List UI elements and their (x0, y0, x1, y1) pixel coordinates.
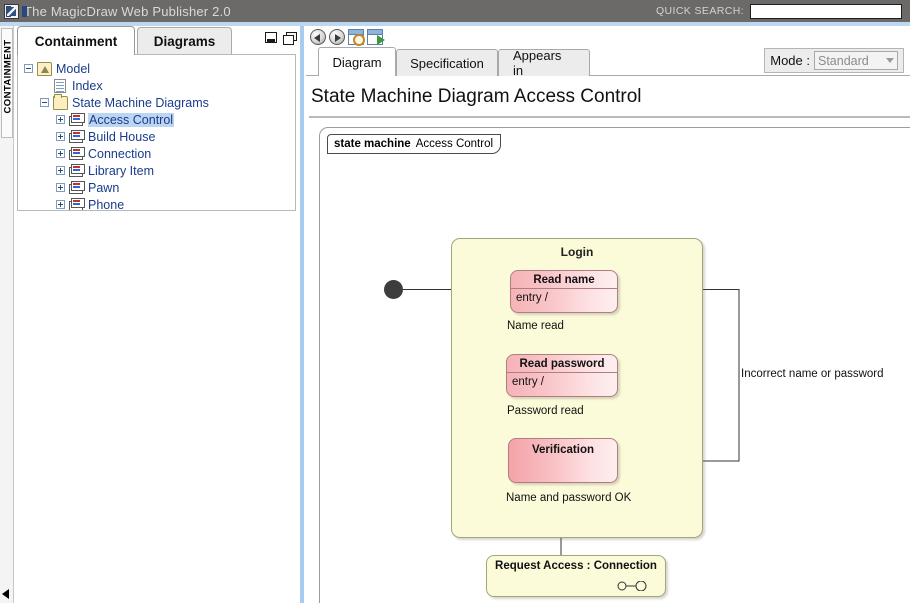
tree-item-label: Index (72, 78, 103, 93)
title-bar: The MagicDraw Web Publisher 2.0 QUICK SE… (0, 0, 910, 22)
state-compartment-divider (507, 372, 617, 373)
state-machine-diagram-icon (69, 130, 85, 143)
state-machine-diagram-icon (69, 164, 85, 177)
state-read-password[interactable]: Read password entry / (506, 354, 618, 397)
diagram-toolbar (306, 26, 910, 47)
left-panel: Containment Diagrams Model Index (14, 26, 299, 603)
tree-item-label: Model (56, 61, 91, 76)
titlebar-underline (0, 22, 910, 26)
quick-search-label: QUICK SEARCH: (655, 5, 744, 17)
tab-diagrams[interactable]: Diagrams (137, 27, 232, 54)
transition-label-incorrect-name-or-password: Incorrect name or password (741, 368, 884, 380)
page-title: State Machine Diagram Access Control (311, 86, 642, 107)
diagram-frame-header: state machine Access Control (327, 134, 502, 154)
containment-rail-label: CONTAINMENT (2, 39, 14, 114)
model-folder-icon (37, 61, 52, 76)
transition-label-name-and-password-ok: Name and password OK (506, 492, 632, 504)
state-name-label: Verification (532, 444, 594, 456)
panel-splitter-bar (300, 26, 304, 603)
tabs-baseline (306, 75, 910, 76)
navigate-back-icon[interactable] (310, 28, 326, 45)
state-name-label: Read password (519, 357, 605, 370)
minimize-icon[interactable] (265, 32, 277, 43)
state-machine-diagram-icon (69, 198, 85, 210)
left-panel-tabs: Containment Diagrams (14, 26, 299, 55)
tree-item-label: Phone (88, 197, 125, 211)
containment-tree[interactable]: Model Index State Machine Diagrams Acces… (17, 54, 296, 211)
transition-label-password-read: Password read (507, 405, 584, 417)
quick-search: QUICK SEARCH: (656, 0, 902, 22)
open-in-new-window-icon[interactable] (367, 28, 385, 45)
state-machine-diagram-icon (69, 147, 85, 160)
tab-diagram[interactable]: Diagram (318, 47, 396, 76)
tree-item-label: State Machine Diagrams (72, 95, 209, 110)
state-entry-label: entry / (516, 292, 548, 304)
submachine-indicator-icon (617, 581, 647, 591)
tree-item-index[interactable]: Index (18, 77, 295, 94)
state-machine-diagram-icon (69, 181, 85, 194)
window-title: The MagicDraw Web Publisher 2.0 (24, 3, 231, 19)
diagram-frame-keyword: state machine (334, 138, 411, 150)
transition-label-name-read: Name read (507, 320, 564, 332)
chevron-down-icon (886, 58, 894, 63)
page-title-divider (309, 116, 910, 118)
expander-plus-icon[interactable] (56, 166, 65, 175)
initial-pseudostate[interactable] (384, 280, 403, 299)
diagram-frame-name: Access Control (415, 138, 494, 150)
containment-rail-body: CONTAINMENT (1, 28, 14, 138)
magicdraw-logo-icon (4, 3, 19, 19)
state-read-name[interactable]: Read name entry / (510, 270, 618, 313)
mode-dropdown[interactable]: Standard (814, 51, 898, 70)
tab-appears-in[interactable]: Appears in (498, 48, 590, 78)
state-entry-label: entry / (512, 376, 544, 388)
expander-minus-icon[interactable] (40, 98, 49, 107)
composite-state-label: Login (560, 245, 594, 259)
tree-item-access-control[interactable]: Access Control (18, 111, 295, 128)
expander-plus-icon[interactable] (56, 200, 65, 209)
tree-item-label: Access Control (88, 112, 175, 127)
tree-item-model[interactable]: Model (18, 60, 295, 77)
tree-item-library-item[interactable]: Library Item (18, 162, 295, 179)
navigate-forward-icon[interactable] (329, 28, 345, 45)
state-machine-diagram-icon (69, 113, 85, 126)
submachine-state-label: Request Access : Connection (495, 560, 657, 572)
panel-splitter[interactable] (299, 26, 306, 603)
restore-icon[interactable] (283, 32, 297, 45)
expander-plus-icon[interactable] (56, 115, 65, 124)
tree-item-phone[interactable]: Phone (18, 196, 295, 211)
tree-item-label: Pawn (88, 180, 120, 195)
submachine-state-request-access[interactable]: Request Access : Connection (486, 555, 666, 597)
expander-plus-icon[interactable] (56, 183, 65, 192)
tree-item-build-house[interactable]: Build House (18, 128, 295, 145)
state-verification[interactable]: Verification (508, 438, 618, 483)
mode-label: Mode : (770, 53, 810, 68)
mode-value: Standard (818, 53, 869, 68)
quick-search-input[interactable] (750, 3, 902, 19)
expander-plus-icon[interactable] (56, 132, 65, 141)
tree-item-pawn[interactable]: Pawn (18, 179, 295, 196)
tree-item-label: Connection (88, 146, 152, 161)
state-name-label: Read name (533, 273, 595, 286)
mode-selector: Mode : Standard (764, 48, 904, 73)
tree-item-connection[interactable]: Connection (18, 145, 295, 162)
tab-specification[interactable]: Specification (396, 49, 498, 76)
state-compartment-divider (511, 288, 617, 289)
folder-icon (53, 93, 68, 110)
right-panel-tabs: Diagram Specification Appears in Mode : … (306, 47, 910, 78)
left-panel-window-buttons (265, 32, 297, 45)
expander-plus-icon[interactable] (56, 149, 65, 158)
containment-rail[interactable]: CONTAINMENT (0, 26, 14, 603)
document-icon (54, 78, 66, 93)
tree-item-state-machine-diagrams[interactable]: State Machine Diagrams (18, 93, 295, 111)
tab-containment[interactable]: Containment (17, 26, 135, 55)
tree-item-label: Build House (88, 129, 156, 144)
expander-none-icon (40, 81, 49, 90)
find-in-window-icon[interactable] (348, 28, 365, 46)
collapse-left-arrow-icon[interactable] (2, 589, 9, 599)
tree-item-label: Library Item (88, 163, 154, 178)
right-panel: Diagram Specification Appears in Mode : … (306, 26, 910, 603)
expander-minus-icon[interactable] (24, 64, 33, 73)
diagram-canvas[interactable]: state machine Access Control (319, 127, 910, 603)
